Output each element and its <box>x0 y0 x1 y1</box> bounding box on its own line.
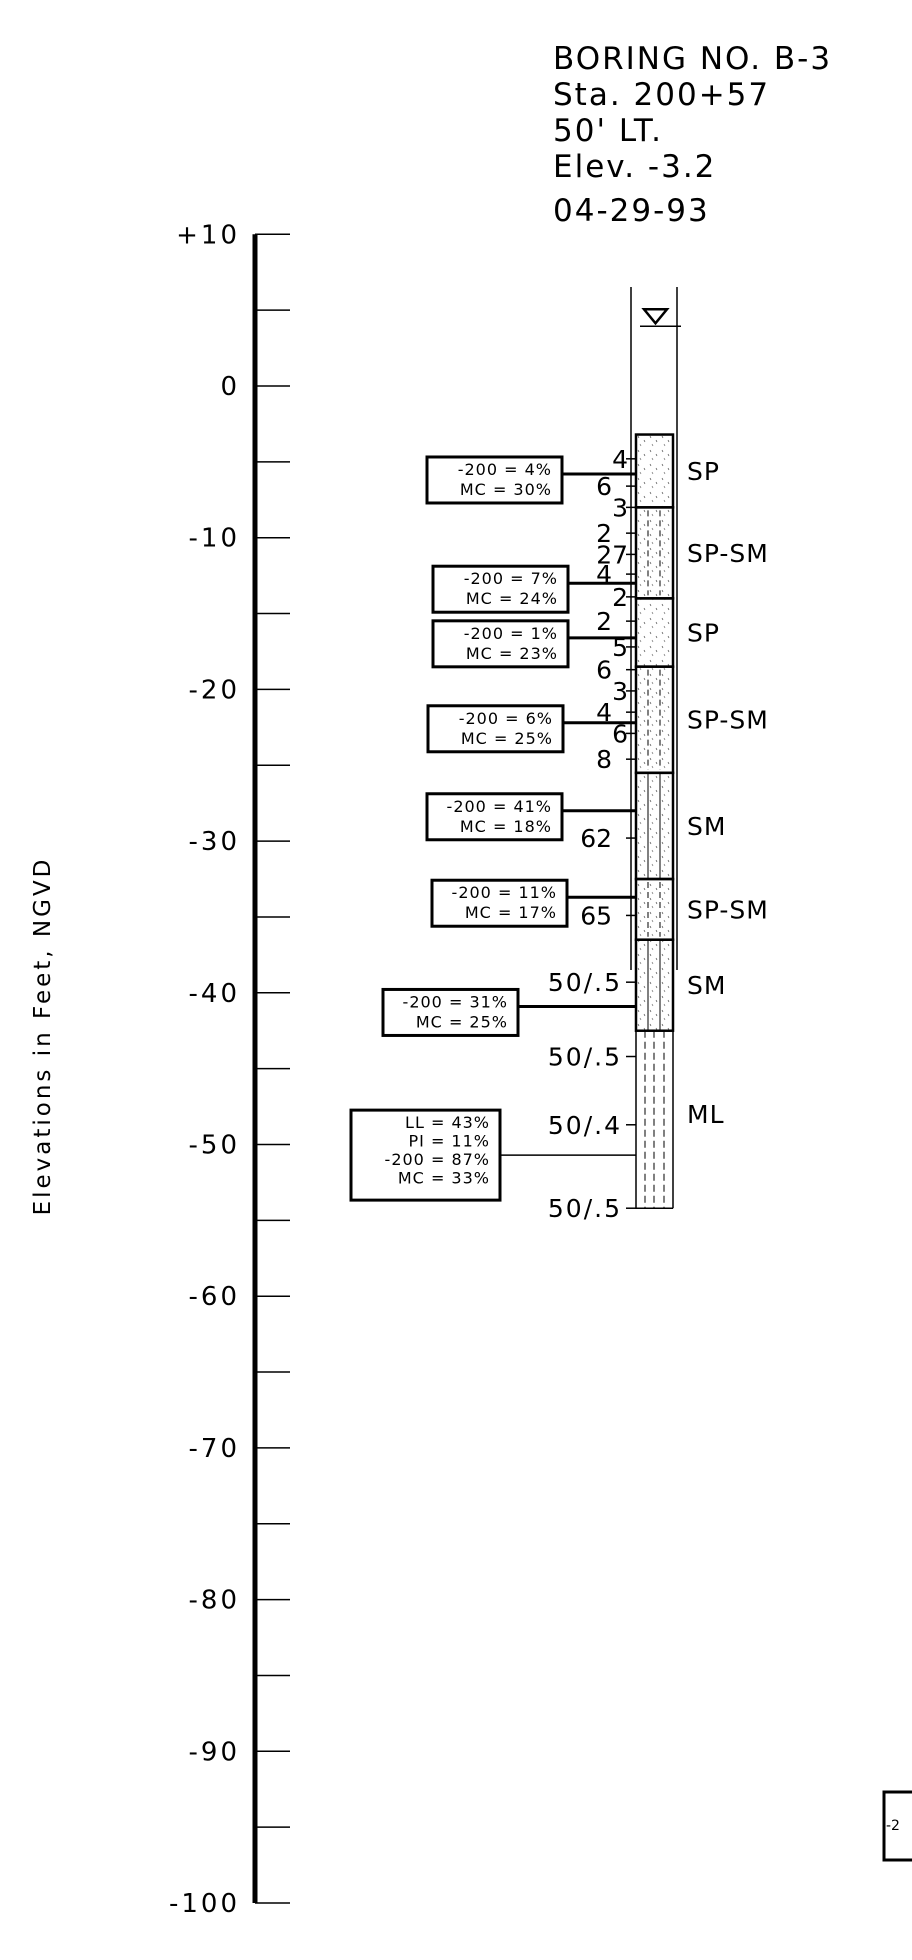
soil-layer-sm: SM <box>634 771 726 881</box>
lab-test-value: MC = 17% <box>465 903 557 922</box>
axis-tick-label: -30 <box>189 827 240 857</box>
blow-count: 4 <box>596 560 612 589</box>
soil-stipple <box>636 666 673 773</box>
lab-test-value: MC = 30% <box>460 480 552 499</box>
blow-count: 50/.5 <box>548 1043 622 1072</box>
soil-layer-ml: ML <box>635 1030 725 1209</box>
lab-test-value: -200 = 1% <box>464 624 558 643</box>
axis-tick-label: -90 <box>189 1737 240 1767</box>
axis-tick-label: -80 <box>189 1586 240 1616</box>
soil-layer-sp: SP <box>634 433 720 509</box>
blow-count: 6 <box>596 472 612 501</box>
axis-tick-label: 0 <box>220 372 240 402</box>
lab-test-value: MC = 33% <box>398 1169 490 1188</box>
soil-stipple <box>636 879 673 940</box>
axis-tick-label: -10 <box>189 524 240 554</box>
lab-test-value: MC = 24% <box>466 589 558 608</box>
station: Sta. 200+57 <box>553 77 771 113</box>
lab-test-frame <box>430 878 569 928</box>
blow-count: 4 <box>612 445 628 474</box>
blow-count: 50/.4 <box>548 1111 622 1140</box>
soil-layer-sp-sm: SP-SM <box>634 665 769 775</box>
soil-stipple <box>636 434 673 508</box>
water-table-triangle-icon <box>641 308 670 326</box>
blow-count: 5 <box>612 633 628 662</box>
blow-count: 62 <box>580 824 612 853</box>
lab-test-frame <box>426 704 565 754</box>
ground-elevation: Elev. -3.2 <box>553 149 717 185</box>
soil-stipple <box>636 772 673 880</box>
axis-tick-label: -100 <box>169 1889 240 1919</box>
lab-test-box: -200 = 6%MC = 25% <box>426 704 636 754</box>
lab-test-value: LL = 43% <box>405 1113 490 1132</box>
axis-tick-label: -60 <box>189 1282 240 1312</box>
soil-layer-label: SP <box>687 457 720 486</box>
soil-layer-sp-sm: SP-SM <box>634 877 769 941</box>
soil-stipple <box>636 939 673 1031</box>
axis-tick-label: -70 <box>189 1434 240 1464</box>
blow-count: 6 <box>612 719 628 748</box>
soil-layer-label: SP <box>687 619 720 648</box>
lab-test-frame <box>349 1108 502 1202</box>
lab-test-value: MC = 23% <box>466 644 558 663</box>
lab-test-box: -200 = 11%MC = 17% <box>430 878 636 928</box>
soil-stipple <box>636 507 673 599</box>
lab-test-value: -200 = 41% <box>447 797 552 816</box>
soil-layer-sp-sm: SP-SM <box>634 506 769 600</box>
axis-tick-label: +10 <box>176 220 240 250</box>
soil-layer-label: SM <box>687 971 726 1000</box>
soil-layer-sp: SP <box>634 597 720 668</box>
axis-tick-label: -20 <box>189 675 240 705</box>
blow-count: 50/.5 <box>548 1194 622 1223</box>
blow-count: 2 <box>612 583 628 612</box>
blow-count: 4 <box>596 698 612 727</box>
lab-test-frame <box>425 455 564 505</box>
lab-test-box: -200 = 31%MC = 25% <box>381 987 636 1037</box>
lab-test-value: -200 = 11% <box>452 883 557 902</box>
blow-count: 65 <box>580 901 612 930</box>
lab-test-value: -200 = 7% <box>464 569 558 588</box>
soil-layer-sm: SM <box>634 938 726 1032</box>
lab-test-value: -200 = 31% <box>403 992 508 1011</box>
blow-count: 8 <box>596 745 612 774</box>
axis-tick-label: -40 <box>189 979 240 1009</box>
lab-test-frame <box>381 987 520 1037</box>
blow-count: 2 <box>596 607 612 636</box>
soil-layer-label: SP-SM <box>687 895 769 924</box>
lab-test-value: PI = 11% <box>408 1132 490 1151</box>
soil-layer-label: ML <box>687 1100 725 1129</box>
lab-test-frame <box>431 564 570 614</box>
blow-count: 27 <box>596 540 628 569</box>
lab-test-value: -200 = 4% <box>458 460 552 479</box>
blow-count: 50/.5 <box>548 968 622 997</box>
lab-test-value: MC = 25% <box>461 729 553 748</box>
lab-test-box: -200 = 7%MC = 24% <box>431 564 636 614</box>
lab-test-frame <box>431 619 570 669</box>
boring-date: 04-29-93 <box>553 193 710 229</box>
boring-number: BORING NO. B-3 <box>553 41 833 77</box>
blow-count: 6 <box>596 656 612 685</box>
partial-lab-box: -2 <box>882 1790 912 1862</box>
offset: 50' LT. <box>553 113 663 149</box>
soil-layer-label: SP-SM <box>687 539 769 568</box>
blow-count: 2 <box>596 519 612 548</box>
lab-test-value: MC = 18% <box>460 817 552 836</box>
lab-test-value: -200 = 87% <box>385 1150 490 1169</box>
blow-count: 3 <box>612 677 628 706</box>
lab-test-box: LL = 43%PI = 11%-200 = 87%MC = 33% <box>349 1108 636 1202</box>
soil-stipple <box>636 598 673 667</box>
lab-test-box: -200 = 4%MC = 30% <box>425 455 636 505</box>
axis-tick-label: -50 <box>189 1131 240 1161</box>
blow-count: 3 <box>612 493 628 522</box>
partial-lab-text: -2 <box>886 1818 900 1834</box>
lab-test-box: -200 = 41%MC = 18% <box>425 792 636 842</box>
soil-layer-label: SP-SM <box>687 706 769 735</box>
lab-test-value: -200 = 6% <box>459 709 553 728</box>
lab-test-value: MC = 25% <box>416 1012 508 1031</box>
lab-test-box: -200 = 1%MC = 23% <box>431 619 636 669</box>
lab-test-frame <box>425 792 564 842</box>
soil-layer-label: SM <box>687 812 726 841</box>
